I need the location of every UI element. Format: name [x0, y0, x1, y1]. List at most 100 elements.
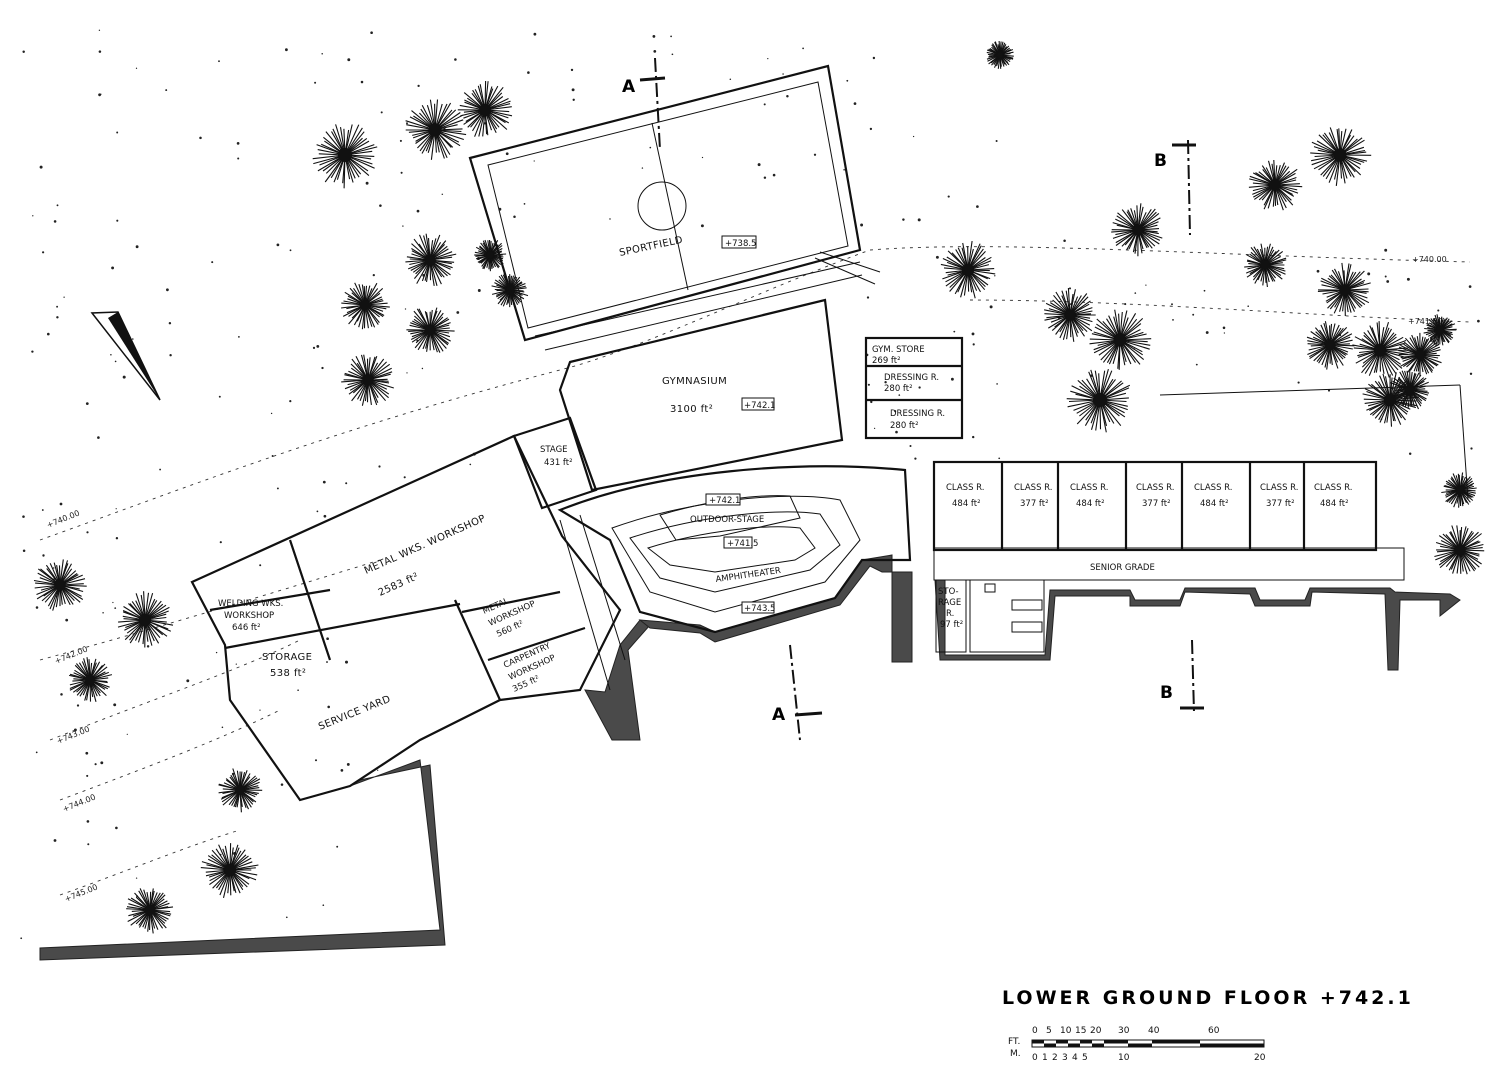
- room-label-sportfield: SPORTFIELD: [618, 235, 684, 259]
- section-mark-b-top: B: [1154, 151, 1167, 171]
- level-tag: [741, 397, 775, 411]
- tree-icon: [457, 80, 513, 137]
- room-label-storage-small-3: R.: [946, 609, 954, 619]
- level-tag: [705, 493, 741, 506]
- tree-icon: [200, 843, 259, 899]
- classroom-label: CLASS R.: [1014, 483, 1052, 493]
- tree-icon: [405, 233, 457, 286]
- room-label-storage: STORAGE: [262, 652, 312, 663]
- room-label-storage-small: STO-: [938, 587, 959, 597]
- level-tag: [741, 601, 775, 614]
- scale-bar: [1031, 1039, 1265, 1048]
- north-arrow-icon: [90, 311, 161, 401]
- room-area-storage: 538 ft²: [270, 668, 306, 679]
- scale-tick: 60: [1208, 1026, 1220, 1036]
- room-area-gym-store: 269 ft²: [872, 356, 901, 366]
- tree-icon: [1390, 369, 1430, 410]
- tree-icon: [1310, 127, 1372, 186]
- scale-tick: 5: [1046, 1026, 1052, 1036]
- classroom-area: 377 ft²: [1142, 499, 1171, 509]
- tree-icon: [341, 282, 390, 330]
- scale-tick: 0: [1032, 1026, 1038, 1036]
- classroom-label: CLASS R.: [1194, 483, 1232, 493]
- scale-tick: 2: [1052, 1053, 1058, 1063]
- room-label-service-yard: SERVICE YARD: [317, 694, 392, 733]
- terrain-texture: [20, 29, 1480, 955]
- scale-tick: 40: [1148, 1026, 1160, 1036]
- contour-label: +740.00: [45, 509, 81, 530]
- tree-icon: [1352, 321, 1409, 378]
- tree-icon: [117, 591, 174, 648]
- level-tag: [721, 235, 757, 249]
- room-area-storage-small: 97 ft²: [940, 620, 963, 630]
- classroom-area: 377 ft²: [1266, 499, 1295, 509]
- room-label-welding: WELDING WKS.: [218, 599, 283, 609]
- sportfield: [468, 64, 881, 351]
- room-label-gym-store: GYM. STORE: [872, 345, 925, 355]
- tree-icon: [1306, 321, 1355, 370]
- tree-icon: [341, 354, 394, 406]
- scale-tick: 1: [1042, 1053, 1048, 1063]
- classroom-label: CLASS R.: [1070, 483, 1108, 493]
- room-label-gymnasium: GYMNASIUM: [662, 376, 727, 387]
- section-mark-b-bottom: B: [1160, 683, 1173, 703]
- scale-tick: 20: [1254, 1053, 1266, 1063]
- level-sportfield: +738.5: [725, 239, 756, 249]
- section-line-b: [1172, 139, 1204, 713]
- scale-tick: 10: [1060, 1026, 1072, 1036]
- level-tag: [723, 536, 753, 549]
- classroom-area: 484 ft²: [952, 499, 981, 509]
- tree-icon: [1441, 472, 1477, 508]
- section-mark-a-top: A: [622, 77, 636, 97]
- tree-icon: [940, 241, 996, 299]
- classroom-label: CLASS R.: [1314, 483, 1352, 493]
- tree-icon: [68, 657, 113, 702]
- tree-icon: [1423, 314, 1457, 347]
- room-label-storage-small-2: RAGE: [938, 598, 961, 608]
- scale-m-label: M.: [1010, 1049, 1021, 1059]
- section-mark-a-bottom: A: [772, 705, 786, 725]
- classroom-labels: CLASS R. 484 ft² CLASS R. 377 ft² CLASS R. 48…: [946, 483, 1352, 509]
- tree-icon: [33, 559, 87, 611]
- tree-icon: [1066, 368, 1131, 433]
- room-area-gymnasium: 3100 ft²: [670, 404, 713, 415]
- scale-tick: 4: [1072, 1053, 1078, 1063]
- tree-icon: [1244, 243, 1287, 288]
- retaining-walls: [39, 554, 1461, 961]
- classroom-label: CLASS R.: [946, 483, 984, 493]
- scale-tick: 20: [1090, 1026, 1102, 1036]
- room-label-outdoor-stage: OUTDOOR-STAGE: [690, 515, 764, 525]
- scale-tick: 5: [1082, 1053, 1088, 1063]
- tree-icon: [474, 239, 507, 272]
- classroom-label: CLASS R.: [1260, 483, 1298, 493]
- contour-label: +744.00: [61, 793, 97, 814]
- level-amphitheater-mid: +741.5: [727, 539, 758, 549]
- tree-icon: [986, 40, 1014, 69]
- tree-icon: [1043, 287, 1096, 342]
- contour-label: +740.00: [1412, 255, 1447, 264]
- classroom-area: 484 ft²: [1200, 499, 1229, 509]
- tree-icon: [1089, 309, 1152, 370]
- trees: [33, 40, 1485, 934]
- scale-tick: 10: [1118, 1053, 1130, 1063]
- scale-tick: 0: [1032, 1053, 1038, 1063]
- room-area-welding: 646 ft²: [232, 623, 261, 633]
- room-label-senior-grade: SENIOR GRADE: [1090, 563, 1155, 573]
- classroom-wing: [932, 384, 1469, 653]
- contour-lines: [39, 246, 1471, 896]
- stage: [512, 416, 598, 510]
- room-label-dressing-2: DRESSING R.: [890, 409, 945, 419]
- room-label-dressing-1: DRESSING R.: [884, 373, 939, 383]
- classroom-label: CLASS R.: [1136, 483, 1174, 493]
- room-area-dressing-1: 280 ft²: [884, 384, 913, 394]
- tree-icon: [312, 124, 378, 189]
- tree-icon: [1398, 332, 1442, 376]
- scale-tick: 15: [1075, 1026, 1086, 1036]
- contour-label: +741.00: [1408, 317, 1443, 326]
- scale-tick: 30: [1118, 1026, 1130, 1036]
- tree-icon: [1248, 159, 1303, 211]
- room-label-stage: STAGE: [540, 445, 568, 455]
